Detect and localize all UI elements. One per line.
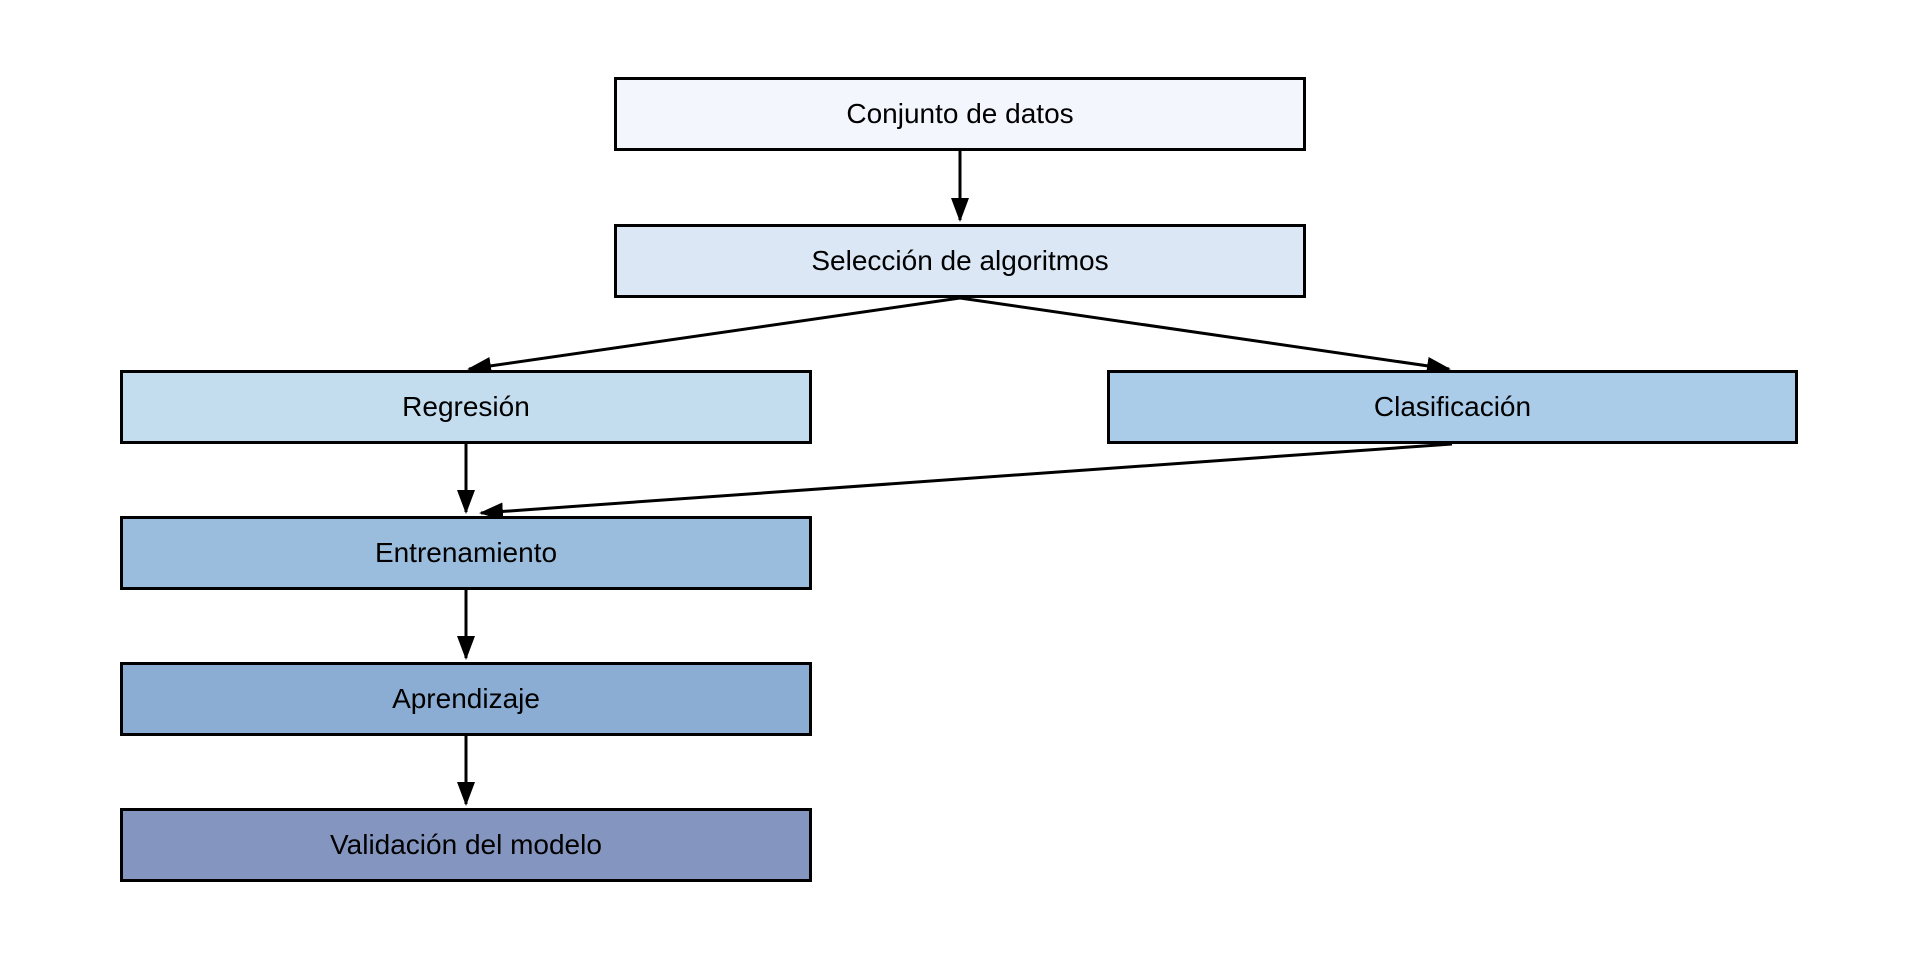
node-model-validation: Validación del modelo <box>120 808 812 882</box>
node-classification-label: Clasificación <box>1373 391 1532 422</box>
node-dataset-label: Conjunto de datos <box>846 98 1074 129</box>
node-training: Entrenamiento <box>120 516 812 590</box>
node-learning-label: Aprendizaje <box>392 683 540 714</box>
node-regression-label: Regresión <box>402 391 530 422</box>
edge-algorithm-selection-to-classification <box>959 296 1451 375</box>
node-training-label: Entrenamiento <box>374 537 558 568</box>
node-dataset: Conjunto de datos <box>614 77 1306 151</box>
node-model-validation-label: Validación del modelo <box>330 829 602 860</box>
node-algorithm-selection: Selección de algoritmos <box>614 224 1306 298</box>
node-algorithm-selection-label: Selección de algoritmos <box>811 245 1109 276</box>
node-regression: Regresión <box>120 370 812 444</box>
node-classification: Clasificación <box>1107 370 1798 444</box>
edge-algorithm-selection-to-regression <box>467 296 961 375</box>
node-learning: Aprendizaje <box>120 662 812 736</box>
edge-classification-to-training <box>479 442 1453 521</box>
